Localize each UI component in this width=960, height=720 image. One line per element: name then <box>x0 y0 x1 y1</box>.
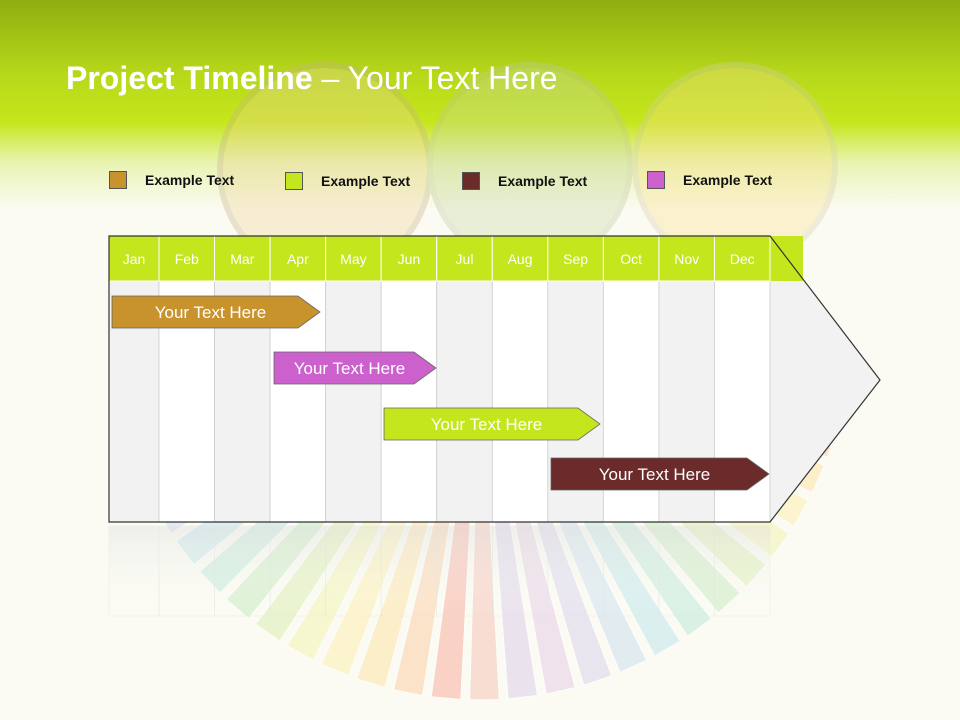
task-label-3: Your Text Here <box>431 415 543 434</box>
month-label-aug: Aug <box>508 251 533 267</box>
task-bar-2[interactable]: Your Text Here <box>273 351 437 385</box>
month-label-apr: Apr <box>287 251 309 267</box>
month-column-reflection <box>269 525 326 617</box>
month-header-cell <box>269 235 327 282</box>
task-arrow-shape <box>383 407 601 441</box>
month-column-reflection <box>158 525 215 617</box>
month-column-reflection <box>714 525 771 617</box>
month-header-cell <box>325 235 382 282</box>
month-label-may: May <box>340 251 366 267</box>
month-column-reflection <box>380 525 438 617</box>
month-label-jul: Jul <box>456 251 474 267</box>
month-column-reflection <box>325 525 382 617</box>
task-label-1: Your Text Here <box>155 303 267 322</box>
legend-label-1: Example Text <box>145 172 235 188</box>
month-column-reflection <box>658 525 715 617</box>
month-header-cell <box>214 235 271 282</box>
month-header-cell <box>380 235 438 282</box>
month-column-reflection <box>491 525 549 617</box>
month-column <box>491 280 549 523</box>
legend-swatch-3 <box>462 172 480 190</box>
legend-label-2: Example Text <box>321 173 411 189</box>
timeline-arrow-outline <box>108 235 881 523</box>
legend-item-2: Example Text <box>285 172 410 190</box>
legend-swatch-2 <box>285 172 303 190</box>
task-arrow-shape <box>550 457 770 491</box>
legend-swatch-4 <box>647 171 665 189</box>
month-column-reflection <box>214 525 271 617</box>
month-column <box>325 280 382 523</box>
month-column-reflection <box>436 525 493 617</box>
legend-label-3: Example Text <box>498 173 588 189</box>
task-arrow-shape <box>273 351 437 385</box>
legend-item-1: Example Text <box>109 171 234 189</box>
legend-item-3: Example Text <box>462 172 587 190</box>
month-header-cell <box>602 235 660 282</box>
month-column-reflection <box>108 525 160 617</box>
task-arrow-shape <box>111 295 321 329</box>
legend-label-4: Example Text <box>683 172 773 188</box>
timeline-arrow-tip <box>770 281 880 522</box>
page-title-bold: Project Timeline <box>66 60 313 96</box>
task-label-4: Your Text Here <box>599 465 711 484</box>
month-label-oct: Oct <box>620 251 642 267</box>
month-label-jun: Jun <box>398 251 421 267</box>
task-bar-1[interactable]: Your Text Here <box>111 295 321 329</box>
month-label-feb: Feb <box>175 251 199 267</box>
month-column <box>436 280 493 523</box>
month-label-mar: Mar <box>230 251 254 267</box>
legend-swatch-1 <box>109 171 127 189</box>
month-label-sep: Sep <box>563 251 588 267</box>
header-band <box>0 0 960 210</box>
legend-item-4: Example Text <box>647 171 772 189</box>
month-label-dec: Dec <box>730 251 755 267</box>
task-bar-3[interactable]: Your Text Here <box>383 407 601 441</box>
month-column-reflection <box>547 525 604 617</box>
month-column <box>380 280 438 523</box>
month-header-cell <box>658 235 715 282</box>
task-label-2: Your Text Here <box>294 359 406 378</box>
timeline-reflection <box>108 525 771 617</box>
month-column-reflection <box>603 525 660 617</box>
month-label-jan: Jan <box>123 251 146 267</box>
month-label-nov: Nov <box>674 251 699 267</box>
task-bar-4[interactable]: Your Text Here <box>550 457 770 491</box>
page-title-rest: – Your Text Here <box>312 60 558 96</box>
month-header-cell <box>158 235 216 282</box>
page-title: Project Timeline – Your Text Here <box>66 60 558 97</box>
